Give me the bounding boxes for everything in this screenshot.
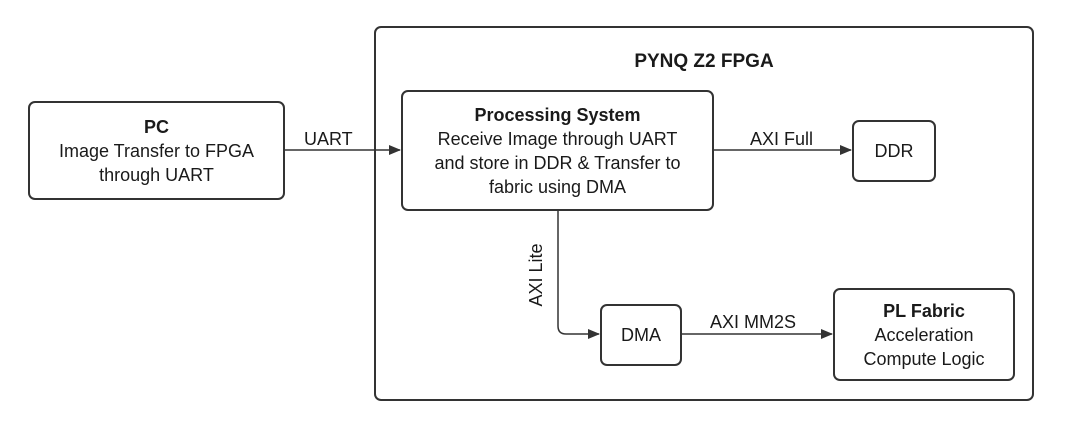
pc-node: PC Image Transfer to FPGA through UART [28,101,285,200]
processing-system-title: Processing System [474,104,641,125]
edge-axi-mm2s-label: AXI MM2S [710,312,797,332]
pc-line-2: through UART [99,164,214,185]
edge-uart-label: UART [304,129,353,149]
edge-axi-lite-label: AXI Lite [526,243,546,307]
processing-system-line-2: and store in DDR & Transfer to [434,152,681,173]
pl-fabric-line-2: Compute Logic [863,348,985,369]
processing-system-node: Processing System Receive Image through … [401,90,714,211]
fpga-container-title: PYNQ Z2 FPGA [634,51,774,72]
edge-axi-full-label: AXI Full [750,129,814,149]
processing-system-line-1: Receive Image through UART [437,128,678,149]
pl-fabric-title: PL Fabric [883,300,965,321]
pl-fabric-node: PL Fabric Acceleration Compute Logic [833,288,1015,381]
pl-fabric-line-1: Acceleration [874,324,974,345]
ddr-node: DDR [852,120,936,182]
processing-system-line-3: fabric using DMA [488,176,627,197]
dma-title: DMA [621,325,661,345]
ddr-title: DDR [874,141,914,161]
pc-line-1: Image Transfer to FPGA [58,140,255,161]
edge-axi-lite-line [557,211,600,339]
dma-node: DMA [600,304,682,366]
pc-title: PC [143,116,169,137]
